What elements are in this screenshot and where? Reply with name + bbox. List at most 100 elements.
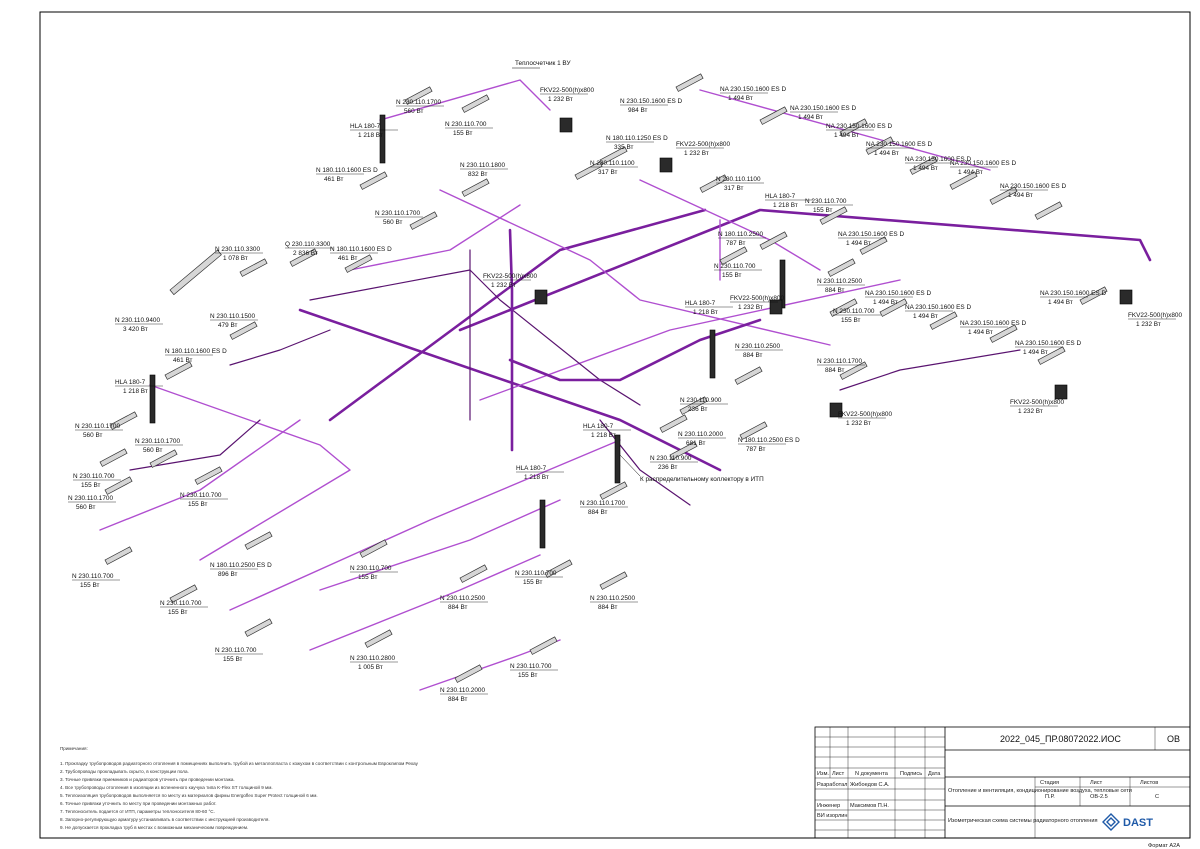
tb-header-date: Дата — [928, 771, 941, 777]
tb-role-engineer: Инженер — [817, 803, 840, 809]
radiator-model: N 230.110.1700 — [75, 423, 120, 430]
radiator-power: 461 Вт — [173, 357, 192, 364]
radiator-body — [244, 531, 273, 550]
radiator — [599, 481, 628, 500]
radiator-power: 884 Вт — [743, 352, 762, 359]
radiator-model: N 230.110.700 — [72, 573, 114, 580]
radiator-body — [675, 73, 704, 92]
radiator-model: N 230.110.900 — [650, 455, 692, 462]
pipeline-note-itp: К распределительному коллектору в ИТП — [619, 454, 764, 483]
radiator — [149, 374, 156, 424]
radiator-model: N 230.110.2000 — [440, 687, 485, 694]
radiator-model: NA 230.150.1600 ES D — [720, 86, 786, 93]
notes-title: Примечания: — [60, 746, 88, 751]
radiator-model: NA 230.150.1600 ES D — [960, 320, 1026, 327]
radiator-model: N 230.110.1100 — [716, 176, 761, 183]
radiator-model: N 230.110.2500 — [817, 278, 862, 285]
radiator — [675, 73, 704, 92]
radiator-model: N 230.110.1500 — [210, 313, 255, 320]
radiator-power: 1 218 Вт — [591, 432, 616, 439]
radiator-power: 155 Вт — [518, 672, 537, 679]
pipe-network — [99, 79, 1152, 691]
radiator-power: 560 Вт — [83, 432, 102, 439]
radiator-power: 317 Вт — [598, 169, 617, 176]
radiator — [244, 531, 273, 550]
radiator — [989, 324, 1018, 343]
radiator-body — [909, 156, 938, 175]
radiator-body — [461, 94, 490, 113]
radiator-body — [669, 441, 698, 460]
radiator-model: N 230.110.1700 — [135, 438, 180, 445]
radiator-body — [1034, 201, 1063, 220]
title-block: Изм. Лист N документа Подпись Дата Разра… — [814, 726, 1191, 839]
radiator-power: 1 494 Вт — [1008, 192, 1033, 199]
radiator-body — [164, 361, 193, 380]
radiator — [559, 117, 573, 133]
radiator-model: N 180.110.2500 ES D — [738, 437, 800, 444]
radiator-body — [169, 249, 222, 296]
tb-header-ndoc: N документа — [855, 771, 889, 777]
radiator-body — [409, 211, 438, 230]
radiator-power: 155 Вт — [523, 579, 542, 586]
radiator — [1054, 384, 1068, 400]
radiator-model: N 230.110.700 — [515, 570, 557, 577]
pipeline-note-heatmeter: Теплосчетчик 1 ВУ — [512, 60, 571, 69]
radiator-power: 787 Вт — [746, 446, 765, 453]
radiator-body — [734, 366, 763, 385]
radiator-model: N 230.110.1100 — [590, 160, 635, 167]
radiator-body — [989, 324, 1018, 343]
radiator-power: 1 005 Вт — [358, 664, 383, 671]
radiator-model: N 230.110.1700 — [375, 210, 420, 217]
radiator-model: NA 230.150.1600 ES D — [838, 231, 904, 238]
radiator — [194, 466, 223, 485]
radiator-model: NA 230.150.1600 ES D — [905, 304, 971, 311]
radiator-model: N 230.110.1700 — [817, 358, 862, 365]
radiator — [1079, 286, 1108, 305]
radiator — [104, 476, 133, 495]
radiator-power: 461 Вт — [324, 176, 343, 183]
radiator-model: NA 230.150.1600 ES D — [950, 160, 1016, 167]
radiator-power: 1 078 Вт — [223, 255, 248, 262]
radiator-model: N 230.110.1700 — [396, 99, 441, 106]
radiator-body — [829, 402, 843, 418]
radiator-model: N 180.110.2500 — [718, 231, 763, 238]
radiator — [461, 178, 490, 197]
radiator-power: 1 218 Вт — [773, 202, 798, 209]
tb-name-developer: Жибоедов С.А. — [850, 782, 890, 788]
tb-project-title: Отопление и вентиляция, кондиционировани… — [948, 788, 1132, 794]
note-3: 3. Точные привязки приемников и радиатор… — [60, 777, 235, 782]
radiator — [539, 499, 546, 549]
itp-note: К распределительному коллектору в ИТП — [640, 476, 764, 483]
radiator-body — [239, 258, 268, 277]
radiator-model: NA 230.150.1600 ES D — [1040, 290, 1106, 297]
doc-code: 2022_045_ПР.08072022.ИОС — [1000, 734, 1121, 744]
radiator-model: N 180.110.1250 ES D — [606, 135, 668, 142]
radiator — [909, 156, 938, 175]
radiator-body — [99, 448, 128, 467]
radiator-power: 1 494 Вт — [798, 114, 823, 121]
radiator-body — [929, 311, 958, 330]
radiator — [364, 629, 393, 648]
radiator-model: HLA 180-7 — [765, 193, 796, 200]
radiator-power: 155 Вт — [223, 656, 242, 663]
radiator-power: 884 Вт — [598, 604, 617, 611]
radiator-model: FKV22-500(h)x800 — [1010, 399, 1064, 406]
radiator-power: 1 232 Вт — [1136, 321, 1161, 328]
radiator-power: 155 Вт — [188, 501, 207, 508]
radiator — [149, 449, 178, 468]
radiator-body — [289, 248, 318, 267]
sheet-border — [39, 11, 1191, 839]
radiator-body — [839, 361, 868, 380]
radiator-power: 155 Вт — [722, 272, 741, 279]
radiator — [109, 411, 138, 430]
radiator — [544, 559, 573, 578]
dast-logo: DAST — [1102, 813, 1153, 831]
radiator — [949, 171, 978, 190]
radiator-power: 884 Вт — [588, 509, 607, 516]
radiator-body — [759, 231, 788, 250]
note-6: 6. Точные привязки уточнить по месту при… — [60, 801, 217, 806]
radiator — [669, 441, 698, 460]
radiator-power: 1 232 Вт — [684, 150, 709, 157]
radiator-power: 1 218 Вт — [693, 309, 718, 316]
radiator — [739, 421, 768, 440]
